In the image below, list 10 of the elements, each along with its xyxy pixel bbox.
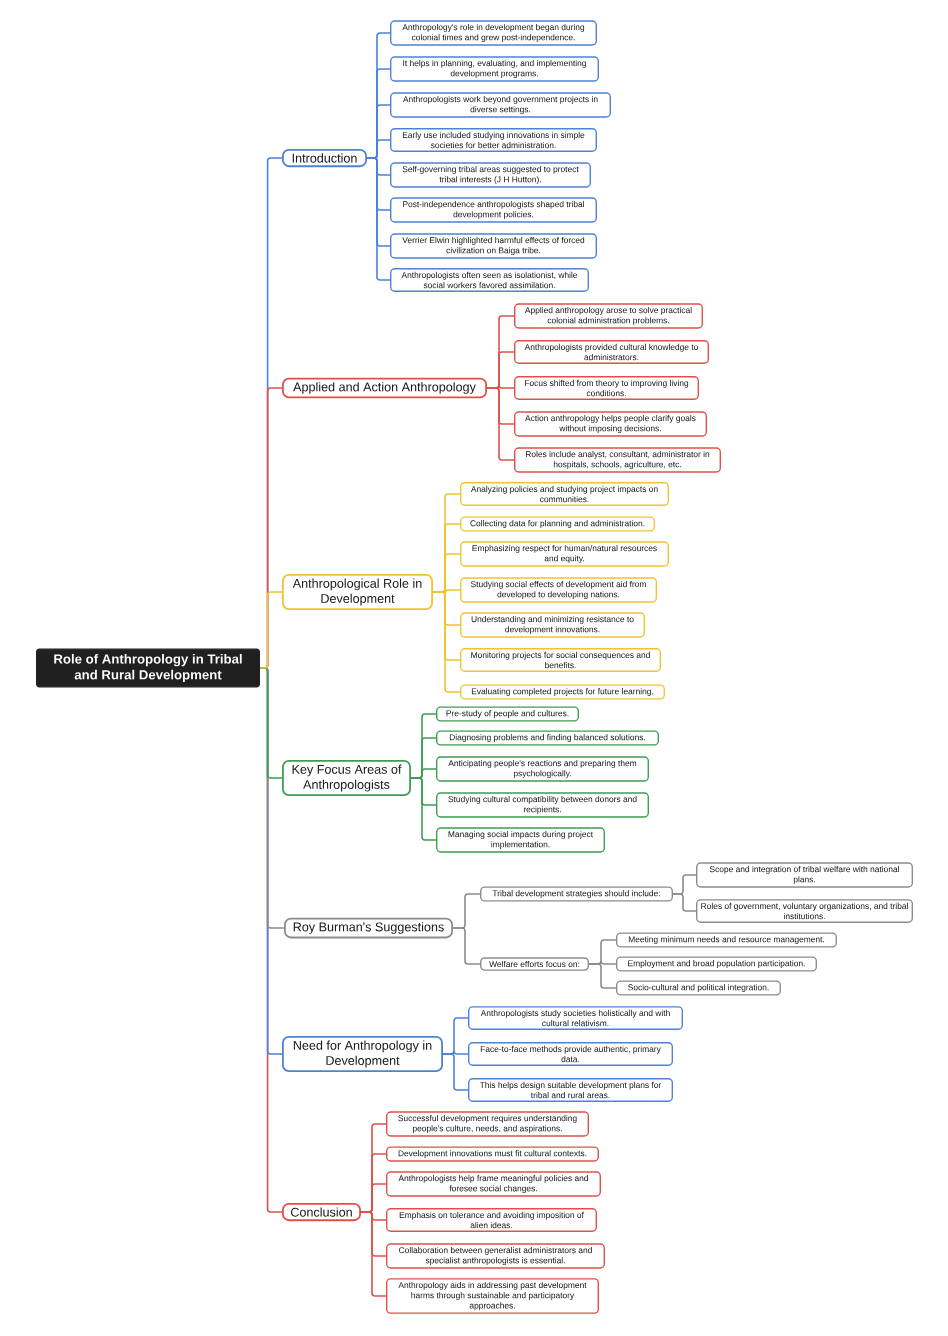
connector-line: [410, 768, 437, 779]
connector-line: [588, 960, 617, 965]
connector-line: [366, 157, 391, 176]
connector-line: [432, 588, 461, 594]
connector-line: [360, 1211, 387, 1221]
connector-line: [452, 893, 481, 929]
connector-line: [259, 591, 283, 669]
connector-line: [672, 893, 697, 912]
connector-line: [442, 1050, 469, 1055]
connector-line: [486, 384, 515, 389]
